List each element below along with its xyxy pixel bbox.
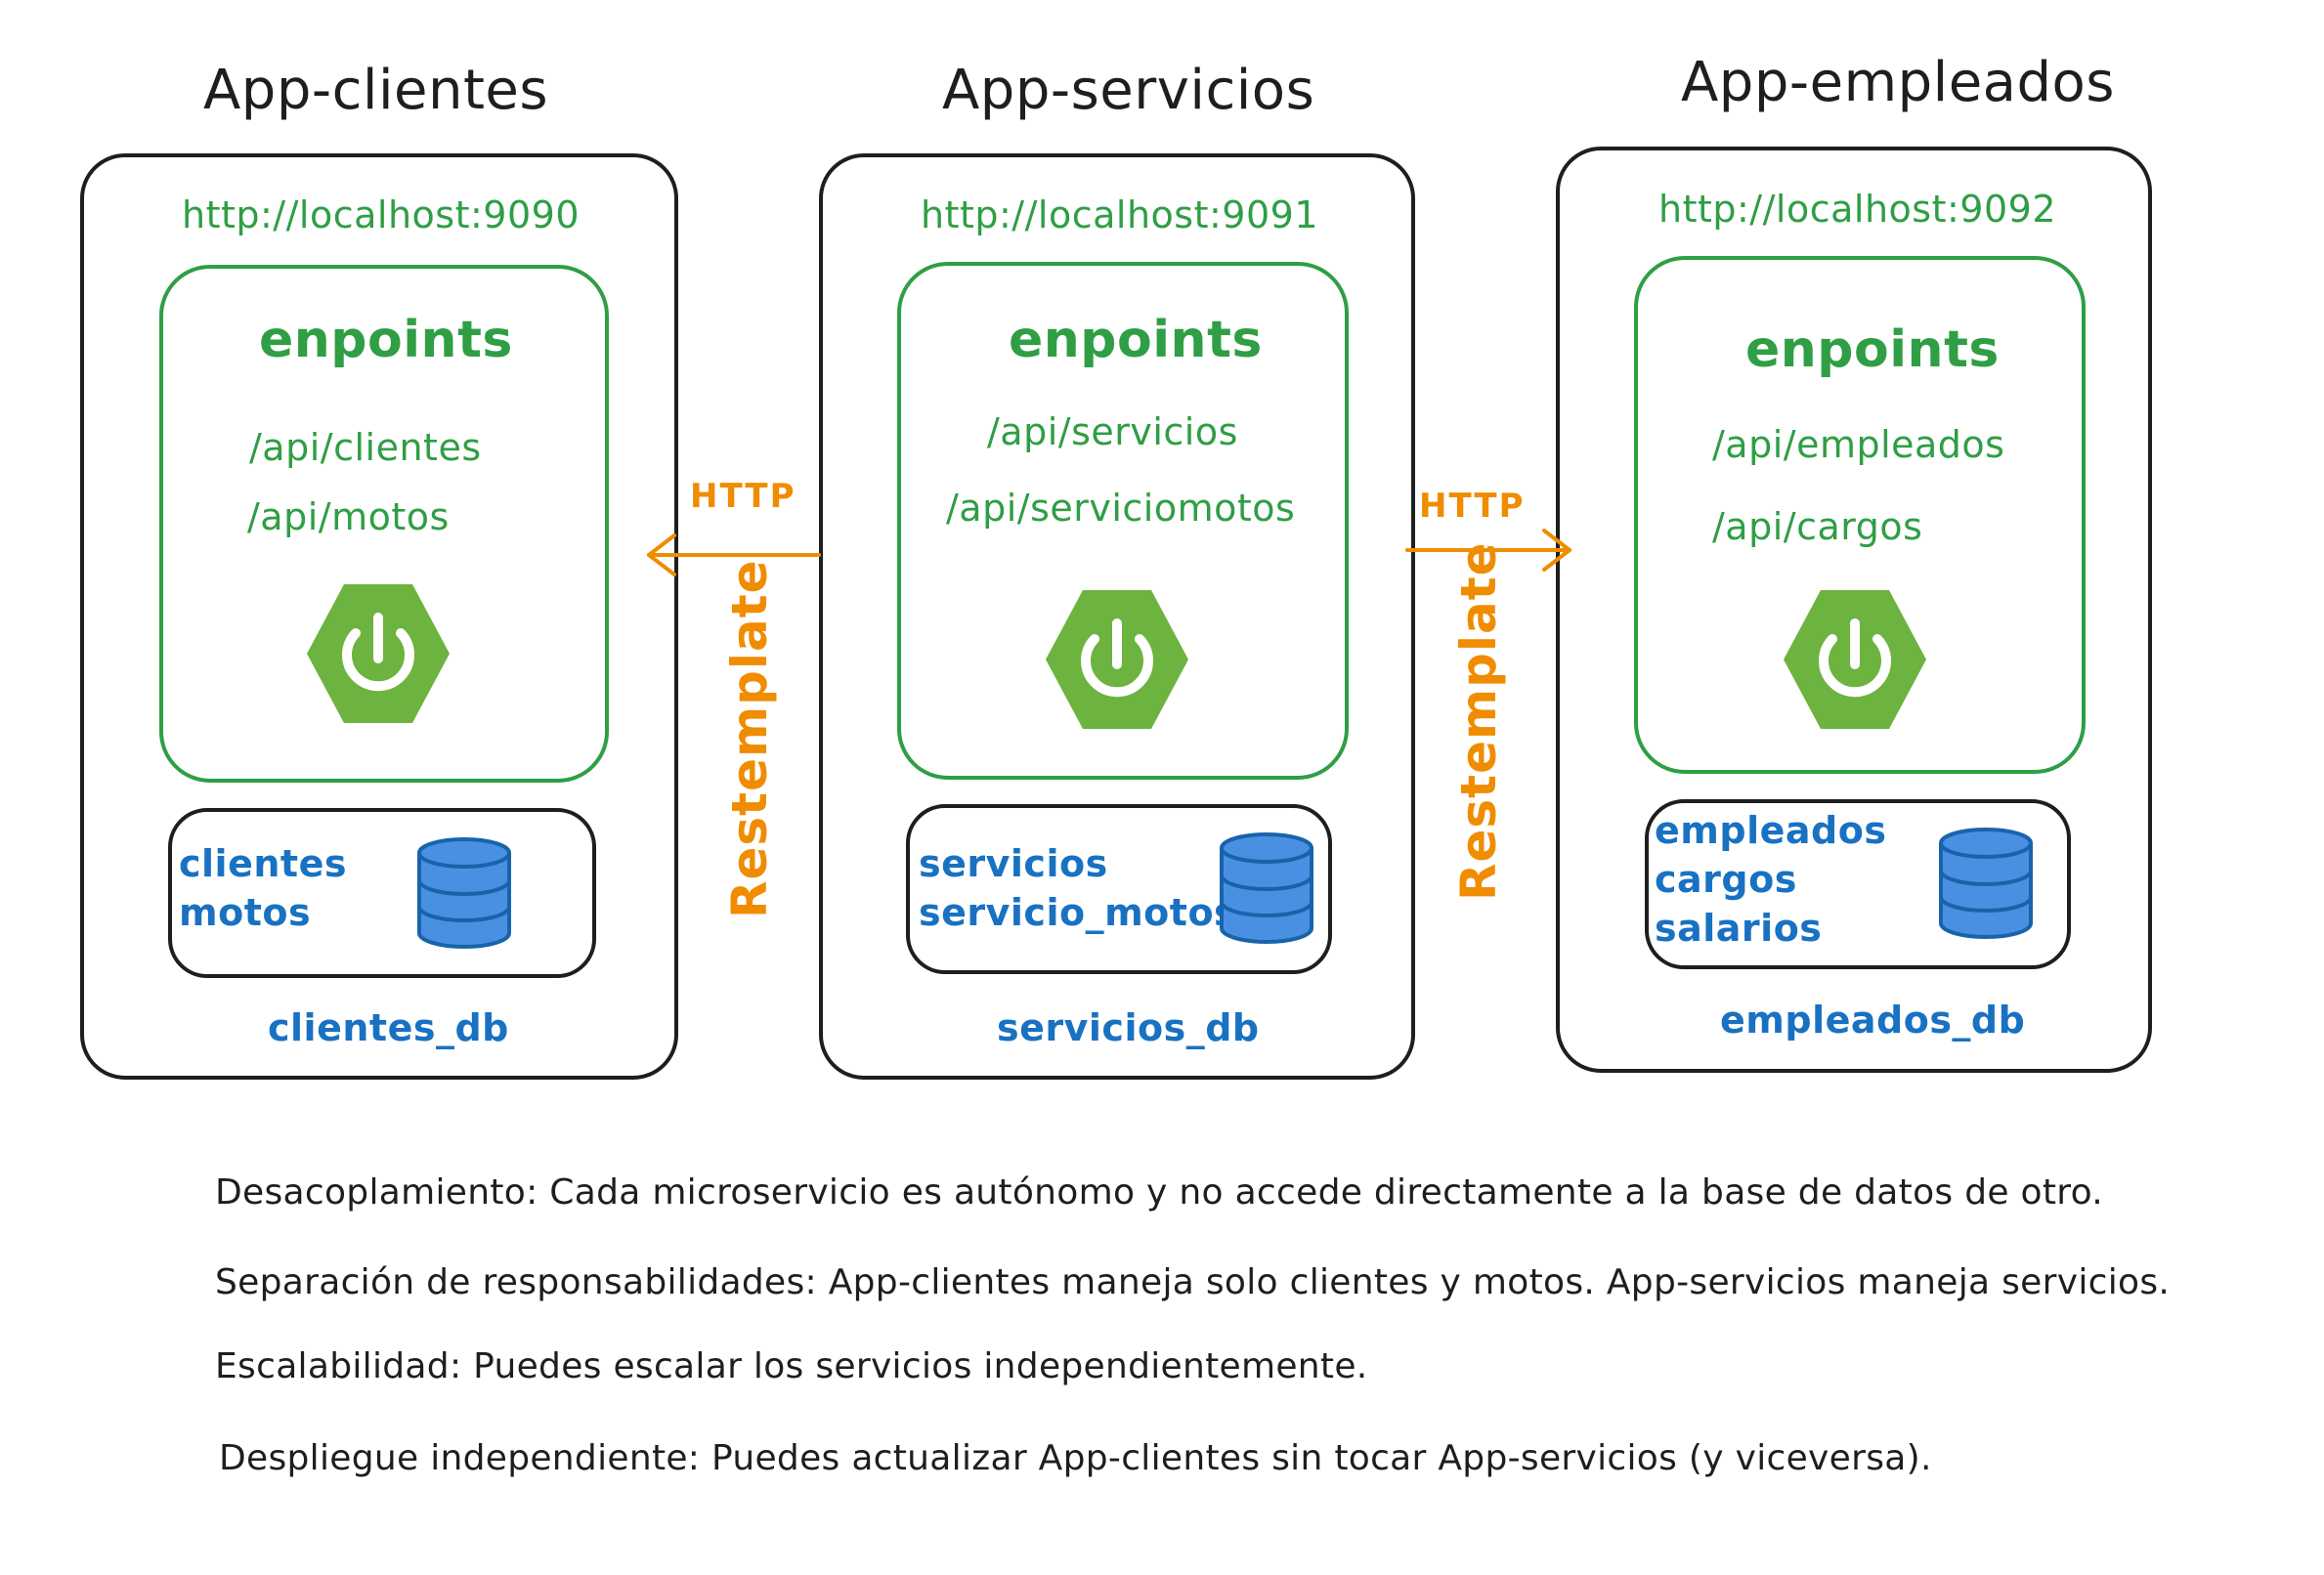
app-clientes-endpoint: /api/motos — [247, 495, 450, 538]
arrow-servicios-to-empleados — [1405, 529, 1571, 572]
app-clientes-endpoints-box — [159, 265, 609, 783]
app-empleados-url: http://localhost:9092 — [1658, 188, 2056, 231]
http-label-left: HTTP — [690, 477, 796, 516]
app-servicios-url: http://localhost:9091 — [921, 193, 1318, 236]
db-table-name: empleados — [1655, 809, 1887, 852]
app-servicios-endpoint: /api/servicios — [987, 410, 1238, 453]
app-empleados-endpoint: /api/cargos — [1712, 505, 1923, 548]
app-empleados-endpoints-title: enpoints — [1745, 320, 2000, 379]
app-clientes-url: http://localhost:9090 — [182, 193, 580, 236]
app-servicios-db-box — [906, 804, 1332, 974]
note-escalabilidad: Escalabilidad: Puedes escalar los servic… — [215, 1346, 1368, 1386]
app-clientes-endpoints-title: enpoints — [259, 311, 513, 369]
app-servicios-container — [819, 153, 1415, 1080]
app-servicios-endpoints-title: enpoints — [1009, 311, 1263, 369]
note-separacion: Separación de responsabilidades: App-cli… — [215, 1262, 2171, 1302]
app-clientes-title: App-clientes — [203, 59, 549, 122]
db-table-name: motos — [179, 891, 312, 934]
app-servicios-endpoint: /api/serviciomotos — [946, 487, 1296, 530]
resttemplate-label-left: Restemplate — [721, 559, 778, 918]
resttemplate-label-right: Restemplate — [1450, 541, 1507, 901]
app-empleados-endpoint: /api/empleados — [1712, 423, 2005, 466]
db-table-name: cargos — [1655, 858, 1797, 901]
app-clientes-endpoint: /api/clientes — [249, 426, 482, 469]
app-clientes-db-box — [168, 808, 596, 978]
database-icon — [1939, 828, 2033, 939]
app-empleados-endpoints-box — [1634, 256, 2086, 774]
spring-icon — [1784, 590, 1926, 729]
app-empleados-db-box — [1645, 799, 2071, 969]
note-despliegue: Despliegue independiente: Puedes actuali… — [219, 1438, 1932, 1478]
app-servicios-endpoints-box — [897, 262, 1349, 780]
app-servicios-title: App-servicios — [942, 59, 1315, 122]
db-table-name: clientes — [179, 842, 347, 885]
db-table-name: servicios — [919, 842, 1108, 885]
database-icon — [417, 837, 511, 949]
spring-icon — [1046, 590, 1188, 729]
app-empleados-container — [1556, 147, 2152, 1073]
app-clientes-db-name: clientes_db — [268, 1006, 509, 1049]
app-servicios-db-name: servicios_db — [997, 1006, 1260, 1049]
spring-icon — [307, 584, 450, 723]
app-empleados-title: App-empleados — [1681, 51, 2115, 114]
http-label-right: HTTP — [1419, 487, 1526, 526]
app-clientes-container — [80, 153, 678, 1080]
note-desacoplamiento: Desacoplamiento: Cada microservicio es a… — [215, 1172, 2104, 1213]
arrow-servicios-to-clientes — [647, 533, 821, 576]
db-table-name: salarios — [1655, 907, 1823, 950]
app-empleados-db-name: empleados_db — [1720, 999, 2026, 1042]
database-icon — [1220, 832, 1313, 944]
db-table-name: servicio_motos — [919, 891, 1237, 934]
